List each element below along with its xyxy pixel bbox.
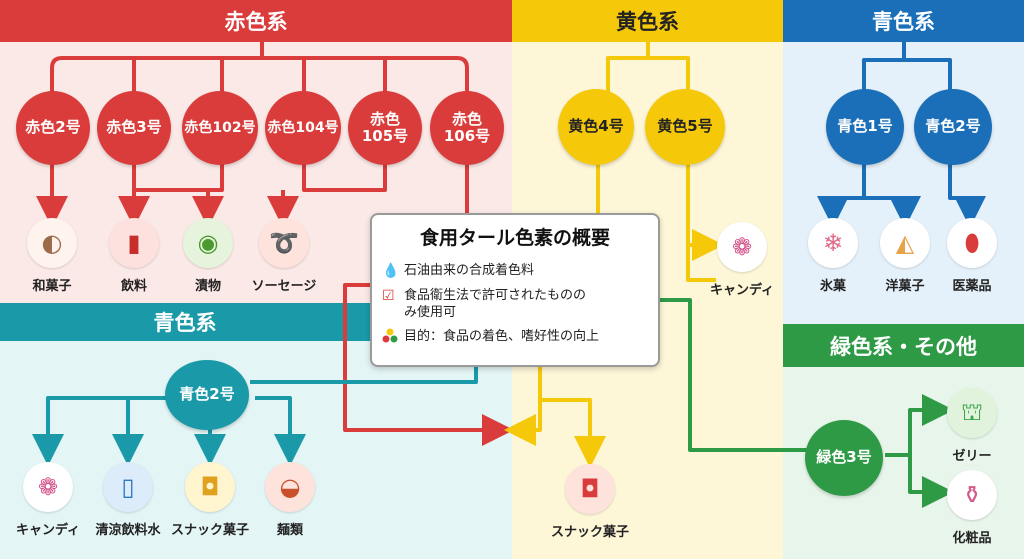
item-shaved-ice[interactable]: ❄ 氷菓	[785, 218, 881, 294]
teal-section-title: 青色系	[0, 303, 370, 341]
item-cosmetics[interactable]: ⚱ 化粧品	[924, 470, 1020, 546]
item-jelly[interactable]: ⛫ ゼリー	[924, 388, 1020, 464]
red-section-title: 赤色系	[0, 0, 512, 42]
item-label: 和菓子	[32, 279, 72, 294]
item-label: キャンディ	[709, 283, 775, 298]
dye-red-102[interactable]: 赤色102号	[182, 91, 258, 165]
dye-yellow-4[interactable]: 黄色4号	[558, 89, 634, 165]
dye-blue-2-lower[interactable]: 青色2号	[165, 360, 249, 430]
item-cake[interactable]: ◭ 洋菓子	[857, 218, 953, 294]
sausage-icon: ➰	[259, 218, 309, 268]
teal-section-bg	[0, 341, 512, 559]
capsule-icon: ⬮	[947, 218, 997, 268]
overview-line-1: 石油由来の合成着色料	[404, 263, 535, 278]
dye-yellow-5[interactable]: 黄色5号	[645, 89, 725, 165]
color-dots-icon	[382, 328, 404, 350]
item-label: 清涼飲料水	[95, 523, 161, 538]
blue-section-title: 青色系	[783, 0, 1024, 42]
item-snack-center[interactable]: ◘ スナック菓子	[542, 464, 638, 540]
blue-section-bg	[783, 42, 1024, 324]
item-pickles[interactable]: ◉ 漬物	[160, 218, 256, 294]
item-wagashi[interactable]: ◐ 和菓子	[4, 218, 100, 294]
water-bottle-icon: ▯	[103, 462, 153, 512]
green-section-title: 緑色系・その他	[783, 324, 1024, 367]
overview-title: 食用タール色素の概要	[419, 227, 610, 249]
snack-bag-icon: ◘	[185, 462, 235, 512]
overview-box: 食用タール色素の概要 💧 石油由来の合成着色料 ☑ 食品衛生法で許可されたものの…	[370, 213, 660, 367]
item-noodles[interactable]: ◒ 麺類	[242, 462, 338, 538]
wagashi-icon: ◐	[27, 218, 77, 268]
item-sausage[interactable]: ➰ ソーセージ	[236, 218, 332, 294]
dye-blue-2[interactable]: 青色2号	[914, 89, 992, 165]
dye-green-3[interactable]: 緑色3号	[805, 420, 883, 496]
item-snack-teal[interactable]: ◘ スナック菓子	[162, 462, 258, 538]
yellow-section-title: 黄色系	[512, 0, 783, 42]
item-label: スナック菓子	[550, 525, 629, 540]
dye-red-104[interactable]: 赤色104号	[265, 91, 341, 165]
overview-row-purpose: 目的：食品の着色、嗜好性の向上	[382, 328, 648, 350]
item-label: キャンディ	[15, 523, 81, 538]
item-drink[interactable]: ▮ 飲料	[86, 218, 182, 294]
candy-icon: ❁	[23, 462, 73, 512]
item-label: 麺類	[276, 523, 303, 538]
dye-blue-1[interactable]: 青色1号	[826, 89, 904, 165]
cucumber-icon: ◉	[183, 218, 233, 268]
cosmetics-icon: ⚱	[947, 470, 997, 520]
oil-drop-icon: 💧	[382, 263, 400, 279]
item-label: 飲料	[120, 279, 147, 294]
noodle-bowl-icon: ◒	[265, 462, 315, 512]
item-label: ソーセージ	[251, 279, 317, 294]
item-label: 医薬品	[952, 279, 992, 294]
overview-row-law: ☑ 食品衛生法で許可されたものの み使用可	[382, 287, 648, 322]
item-medicine[interactable]: ⬮ 医薬品	[924, 218, 1020, 294]
shaved-ice-icon: ❄	[808, 218, 858, 268]
item-soft-drink[interactable]: ▯ 清涼飲料水	[80, 462, 176, 538]
item-label: スナック菓子	[170, 523, 249, 538]
dye-red-3[interactable]: 赤色3号	[97, 91, 171, 165]
dye-red-2[interactable]: 赤色2号	[16, 91, 90, 165]
item-label: 漬物	[194, 279, 221, 294]
dye-red-106[interactable]: 赤色 106号	[430, 91, 504, 165]
item-label: 洋菓子	[885, 279, 925, 294]
item-label: ゼリー	[952, 449, 992, 464]
item-label: 氷菓	[819, 279, 846, 294]
overview-line-2: 食品衛生法で許可されたものの み使用可	[404, 287, 587, 321]
dye-red-105[interactable]: 赤色 105号	[348, 91, 422, 165]
item-candy-teal[interactable]: ❁ キャンディ	[0, 462, 96, 538]
cake-icon: ◭	[880, 218, 930, 268]
cola-bottle-icon: ▮	[109, 218, 159, 268]
snack-bag-icon: ◘	[565, 464, 615, 514]
item-label: 化粧品	[952, 531, 992, 546]
overview-line-3: 目的：食品の着色、嗜好性の向上	[404, 328, 600, 344]
overview-row-origin: 💧 石油由来の合成着色料	[382, 262, 648, 281]
jelly-icon: ⛫	[947, 388, 997, 438]
candy-icon: ❁	[717, 222, 767, 272]
checkbox-icon: ☑	[382, 287, 395, 304]
item-candy-yellow[interactable]: ❁ キャンディ	[694, 222, 790, 298]
